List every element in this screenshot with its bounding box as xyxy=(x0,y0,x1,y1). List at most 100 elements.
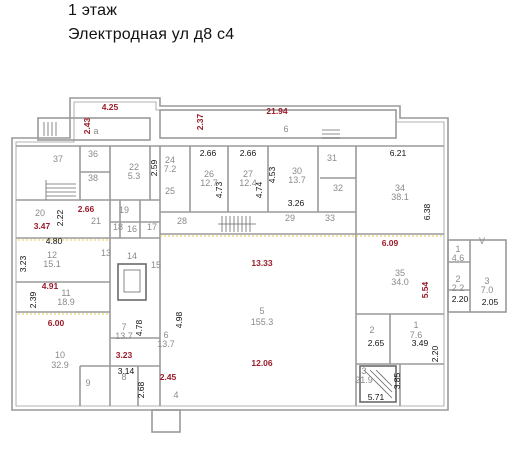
room-num: 13 xyxy=(101,248,111,258)
room-area: 38.1 xyxy=(391,192,409,202)
porch-bottom xyxy=(151,409,181,433)
room-num: 6 xyxy=(163,330,168,340)
room-num: 21 xyxy=(91,216,101,226)
dimension-label: 4.91 xyxy=(42,281,59,291)
dimension-label: 3.26 xyxy=(288,198,305,208)
dimension-label: 2.20 xyxy=(430,345,440,362)
room-area: 34.0 xyxy=(391,277,409,287)
room-num: 1 xyxy=(455,244,460,254)
dimension-label: 6.00 xyxy=(48,318,65,328)
room-num: 36 xyxy=(88,149,98,159)
outer-wall xyxy=(11,97,449,411)
room-num: a xyxy=(93,126,98,136)
dimension-label: 2.05 xyxy=(482,297,499,307)
dimension-label: 4.80 xyxy=(46,236,63,246)
dimension-label: 2.66 xyxy=(78,204,95,214)
room-num: 30 xyxy=(292,166,302,176)
room-num: 3 xyxy=(484,276,489,286)
door-marks xyxy=(18,235,444,315)
room-num: V xyxy=(479,236,485,246)
room-num: 32 xyxy=(333,183,343,193)
room-num: 12 xyxy=(47,250,57,260)
room-area: 155.3 xyxy=(251,317,274,327)
room-area: 15.1 xyxy=(43,259,61,269)
room-num: 8 xyxy=(121,372,126,382)
room-num: 3 xyxy=(361,366,366,376)
room-num: 1 xyxy=(413,320,418,330)
room-num: 5 xyxy=(259,306,264,316)
dimension-label: 2.20 xyxy=(452,294,469,304)
room-num: 10 xyxy=(55,350,65,360)
dimension-label: 4.73 xyxy=(214,181,224,198)
right-annex xyxy=(447,239,507,313)
room-area: 5.3 xyxy=(128,171,141,181)
room-num: 26 xyxy=(204,169,214,179)
address-title: Электродная ул д8 с4 xyxy=(68,26,235,43)
room-area: 4.6 xyxy=(452,253,465,263)
stair-right xyxy=(359,365,397,403)
dimension-label: 4.25 xyxy=(102,102,119,112)
dimension-label: 2.68 xyxy=(136,381,146,398)
dimension-label: 2.66 xyxy=(240,148,257,158)
room-num: 16 xyxy=(127,224,137,234)
room-num: 29 xyxy=(285,213,295,223)
dimension-label: 6.09 xyxy=(382,238,399,248)
dims-red: 4.25 2.43 2.37 21.94 2.66 3.47 4.91 6.00… xyxy=(34,102,430,382)
dimension-label: 6.21 xyxy=(390,148,407,158)
annex-6 xyxy=(159,109,397,139)
room-area: 13.7 xyxy=(157,339,175,349)
room-num: 37 xyxy=(53,154,63,164)
walls xyxy=(11,97,507,433)
room-area: 18.9 xyxy=(57,297,75,307)
dimension-label: 2.59 xyxy=(149,159,159,176)
room-area: 13.7 xyxy=(115,331,133,341)
dimension-label: 3.47 xyxy=(34,221,51,231)
room-num: 25 xyxy=(165,186,175,196)
dimension-label: 4.74 xyxy=(254,181,264,198)
room-num: 7 xyxy=(121,322,126,332)
dims-black: 2.66 2.66 2.59 4.73 4.74 4.53 6.21 6.38 … xyxy=(18,148,499,402)
dimension-label: 2.45 xyxy=(160,372,177,382)
dimension-label: 3.49 xyxy=(412,338,429,348)
dimension-label: 3.85 xyxy=(392,372,402,389)
room-area: 12.4 xyxy=(239,178,257,188)
room-num: 17 xyxy=(147,222,157,232)
room-num: 35 xyxy=(395,268,405,278)
dimension-label: 2.22 xyxy=(55,209,65,226)
room-num: 34 xyxy=(395,183,405,193)
room-num: 28 xyxy=(177,216,187,226)
dimension-label: 4.98 xyxy=(174,311,184,328)
room-num: 6 xyxy=(283,124,288,134)
dimension-label: 2.43 xyxy=(82,117,92,134)
dimension-label: 5.71 xyxy=(368,392,385,402)
room-num: 20 xyxy=(35,208,45,218)
dimension-label: 2.65 xyxy=(368,338,385,348)
room-area: 13.7 xyxy=(288,175,306,185)
room-area: 21.9 xyxy=(355,375,373,385)
room-num: 2 xyxy=(369,325,374,335)
room-num: 27 xyxy=(243,169,253,179)
room-area: 7.6 xyxy=(410,330,423,340)
elevator-shaft xyxy=(117,263,147,301)
room-num: 9 xyxy=(85,378,90,388)
room-labels: a 6 37 36 38 22 5.3 24 7.2 25 26 12.7 27… xyxy=(35,124,493,400)
room-num: 38 xyxy=(88,173,98,183)
room-num: 19 xyxy=(119,205,129,215)
dimension-label: 3.23 xyxy=(116,350,133,360)
room-num: 18 xyxy=(113,222,123,232)
dimension-label: 4.53 xyxy=(267,166,277,183)
annex-a xyxy=(37,117,151,141)
room-area: 7.2 xyxy=(164,164,177,174)
dimension-label: 6.38 xyxy=(422,203,432,220)
room-num: 22 xyxy=(129,162,139,172)
dimension-label: 4.78 xyxy=(134,319,144,336)
stair-center xyxy=(218,216,256,232)
dimension-label: 2.66 xyxy=(200,148,217,158)
room-num: 33 xyxy=(325,213,335,223)
stair-top-left xyxy=(43,122,57,136)
stair-right-steps xyxy=(363,369,393,399)
dimension-label: 3.14 xyxy=(118,366,135,376)
dimension-label: 5.54 xyxy=(420,281,430,298)
dimension-label: 13.33 xyxy=(251,258,273,268)
